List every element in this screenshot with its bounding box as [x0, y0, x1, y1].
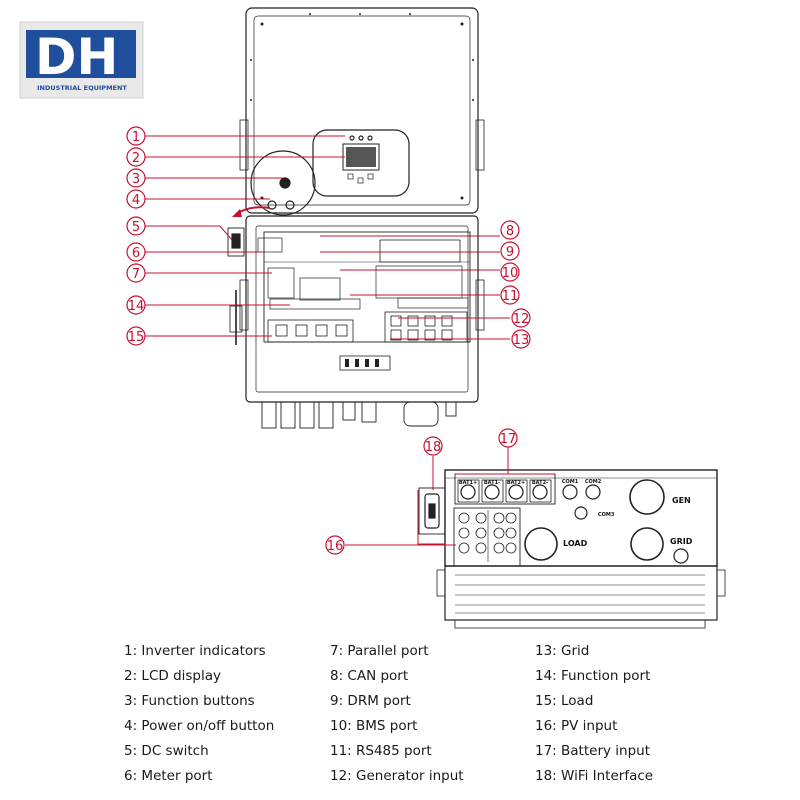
legend-item-10: 10: BMS port	[330, 718, 417, 734]
svg-text:3: 3	[132, 172, 140, 187]
legend-item-12: 12: Generator input	[330, 768, 464, 784]
callout-18: 18	[423, 436, 443, 456]
callout-5: 5	[126, 216, 146, 236]
callout-9: 9	[500, 241, 520, 261]
logo-registered: ®	[126, 71, 135, 81]
svg-text:14: 14	[128, 299, 145, 314]
legend-item-15: 15: Load	[535, 693, 593, 709]
callout-11: 11	[500, 285, 520, 305]
inverter-front-view	[227, 7, 485, 429]
svg-text:2: 2	[132, 151, 140, 166]
legend-item-14: 14: Function port	[535, 668, 650, 684]
legend-item-2: 2: LCD display	[124, 668, 221, 684]
bat2-plus-label: BAT2+	[507, 480, 525, 486]
legend-item-18: 18: WiFi Interface	[535, 768, 653, 784]
callout-13: 13	[511, 329, 531, 349]
svg-text:8: 8	[506, 224, 514, 239]
svg-text:10: 10	[502, 266, 519, 281]
svg-text:18: 18	[425, 440, 442, 455]
callout-circles-bottom: 18 17 16	[325, 428, 518, 555]
legend-item-13: 13: Grid	[535, 643, 589, 659]
bat1-plus-label: BAT1+	[459, 480, 477, 486]
svg-text:12: 12	[513, 312, 530, 327]
svg-text:17: 17	[500, 432, 517, 447]
com1-label: COM1	[562, 479, 579, 485]
legend-item-4: 4: Power on/off button	[124, 718, 274, 734]
bottom-view-labels: BAT1+ BAT1- BAT2+ BAT2- COM1 COM2 COM3 G…	[459, 479, 693, 548]
callout-4: 4	[126, 189, 146, 209]
legend-item-17: 17: Battery input	[535, 743, 650, 759]
legend-item-7: 7: Parallel port	[330, 643, 429, 659]
callout-17: 17	[498, 428, 518, 448]
callout-14: 14	[126, 295, 146, 315]
load-label: LOAD	[563, 539, 588, 548]
callout-8: 8	[500, 220, 520, 240]
svg-text:15: 15	[128, 330, 145, 345]
callout-leaders-bottom	[345, 446, 555, 546]
bat1-minus-label: BAT1-	[484, 480, 500, 486]
callout-7: 7	[126, 263, 146, 283]
callout-16: 16	[325, 535, 345, 555]
legend-item-8: 8: CAN port	[330, 668, 408, 684]
legend-item-9: 9: DRM port	[330, 693, 411, 709]
svg-text:1: 1	[132, 130, 140, 145]
callout-15: 15	[126, 326, 146, 346]
com3-label: COM3	[598, 512, 615, 518]
svg-text:13: 13	[513, 333, 530, 348]
callout-circles-front: 1 2 3 4 5 6 7 14 15 8 9 10 11 12 13	[126, 126, 531, 349]
svg-text:11: 11	[502, 289, 519, 304]
svg-text:7: 7	[132, 267, 140, 282]
svg-text:5: 5	[132, 220, 140, 235]
logo-letters: DH	[35, 28, 118, 86]
inverter-bottom-view	[418, 469, 726, 629]
logo-tagline: INDUSTRIAL EQUIPMENT	[37, 84, 127, 92]
com2-label: COM2	[585, 479, 602, 485]
legend-item-3: 3: Function buttons	[124, 693, 255, 709]
dh-logo: DH ® INDUSTRIAL EQUIPMENT	[19, 21, 144, 99]
legend-item-1: 1: Inverter indicators	[124, 643, 266, 659]
callout-10: 10	[500, 262, 520, 282]
gen-label: GEN	[672, 496, 691, 505]
callout-3: 3	[126, 168, 146, 188]
logo-background	[26, 30, 136, 78]
legend-item-16: 16: PV input	[535, 718, 617, 734]
callout-1: 1	[126, 126, 146, 146]
legend-item-6: 6: Meter port	[124, 768, 213, 784]
svg-text:6: 6	[132, 246, 140, 261]
callout-6: 6	[126, 242, 146, 262]
callout-2: 2	[126, 147, 146, 167]
svg-text:4: 4	[132, 193, 140, 208]
callout-leaders	[145, 135, 510, 340]
legend-item-5: 5: DC switch	[124, 743, 209, 759]
svg-text:16: 16	[327, 539, 344, 554]
legend-item-11: 11: RS485 port	[330, 743, 432, 759]
callout-12: 12	[511, 308, 531, 328]
svg-text:9: 9	[506, 245, 514, 260]
legend: 1: Inverter indicators 2: LCD display 3:…	[124, 643, 653, 784]
grid-label: GRID	[670, 537, 693, 546]
bat2-minus-label: BAT2-	[532, 480, 548, 486]
